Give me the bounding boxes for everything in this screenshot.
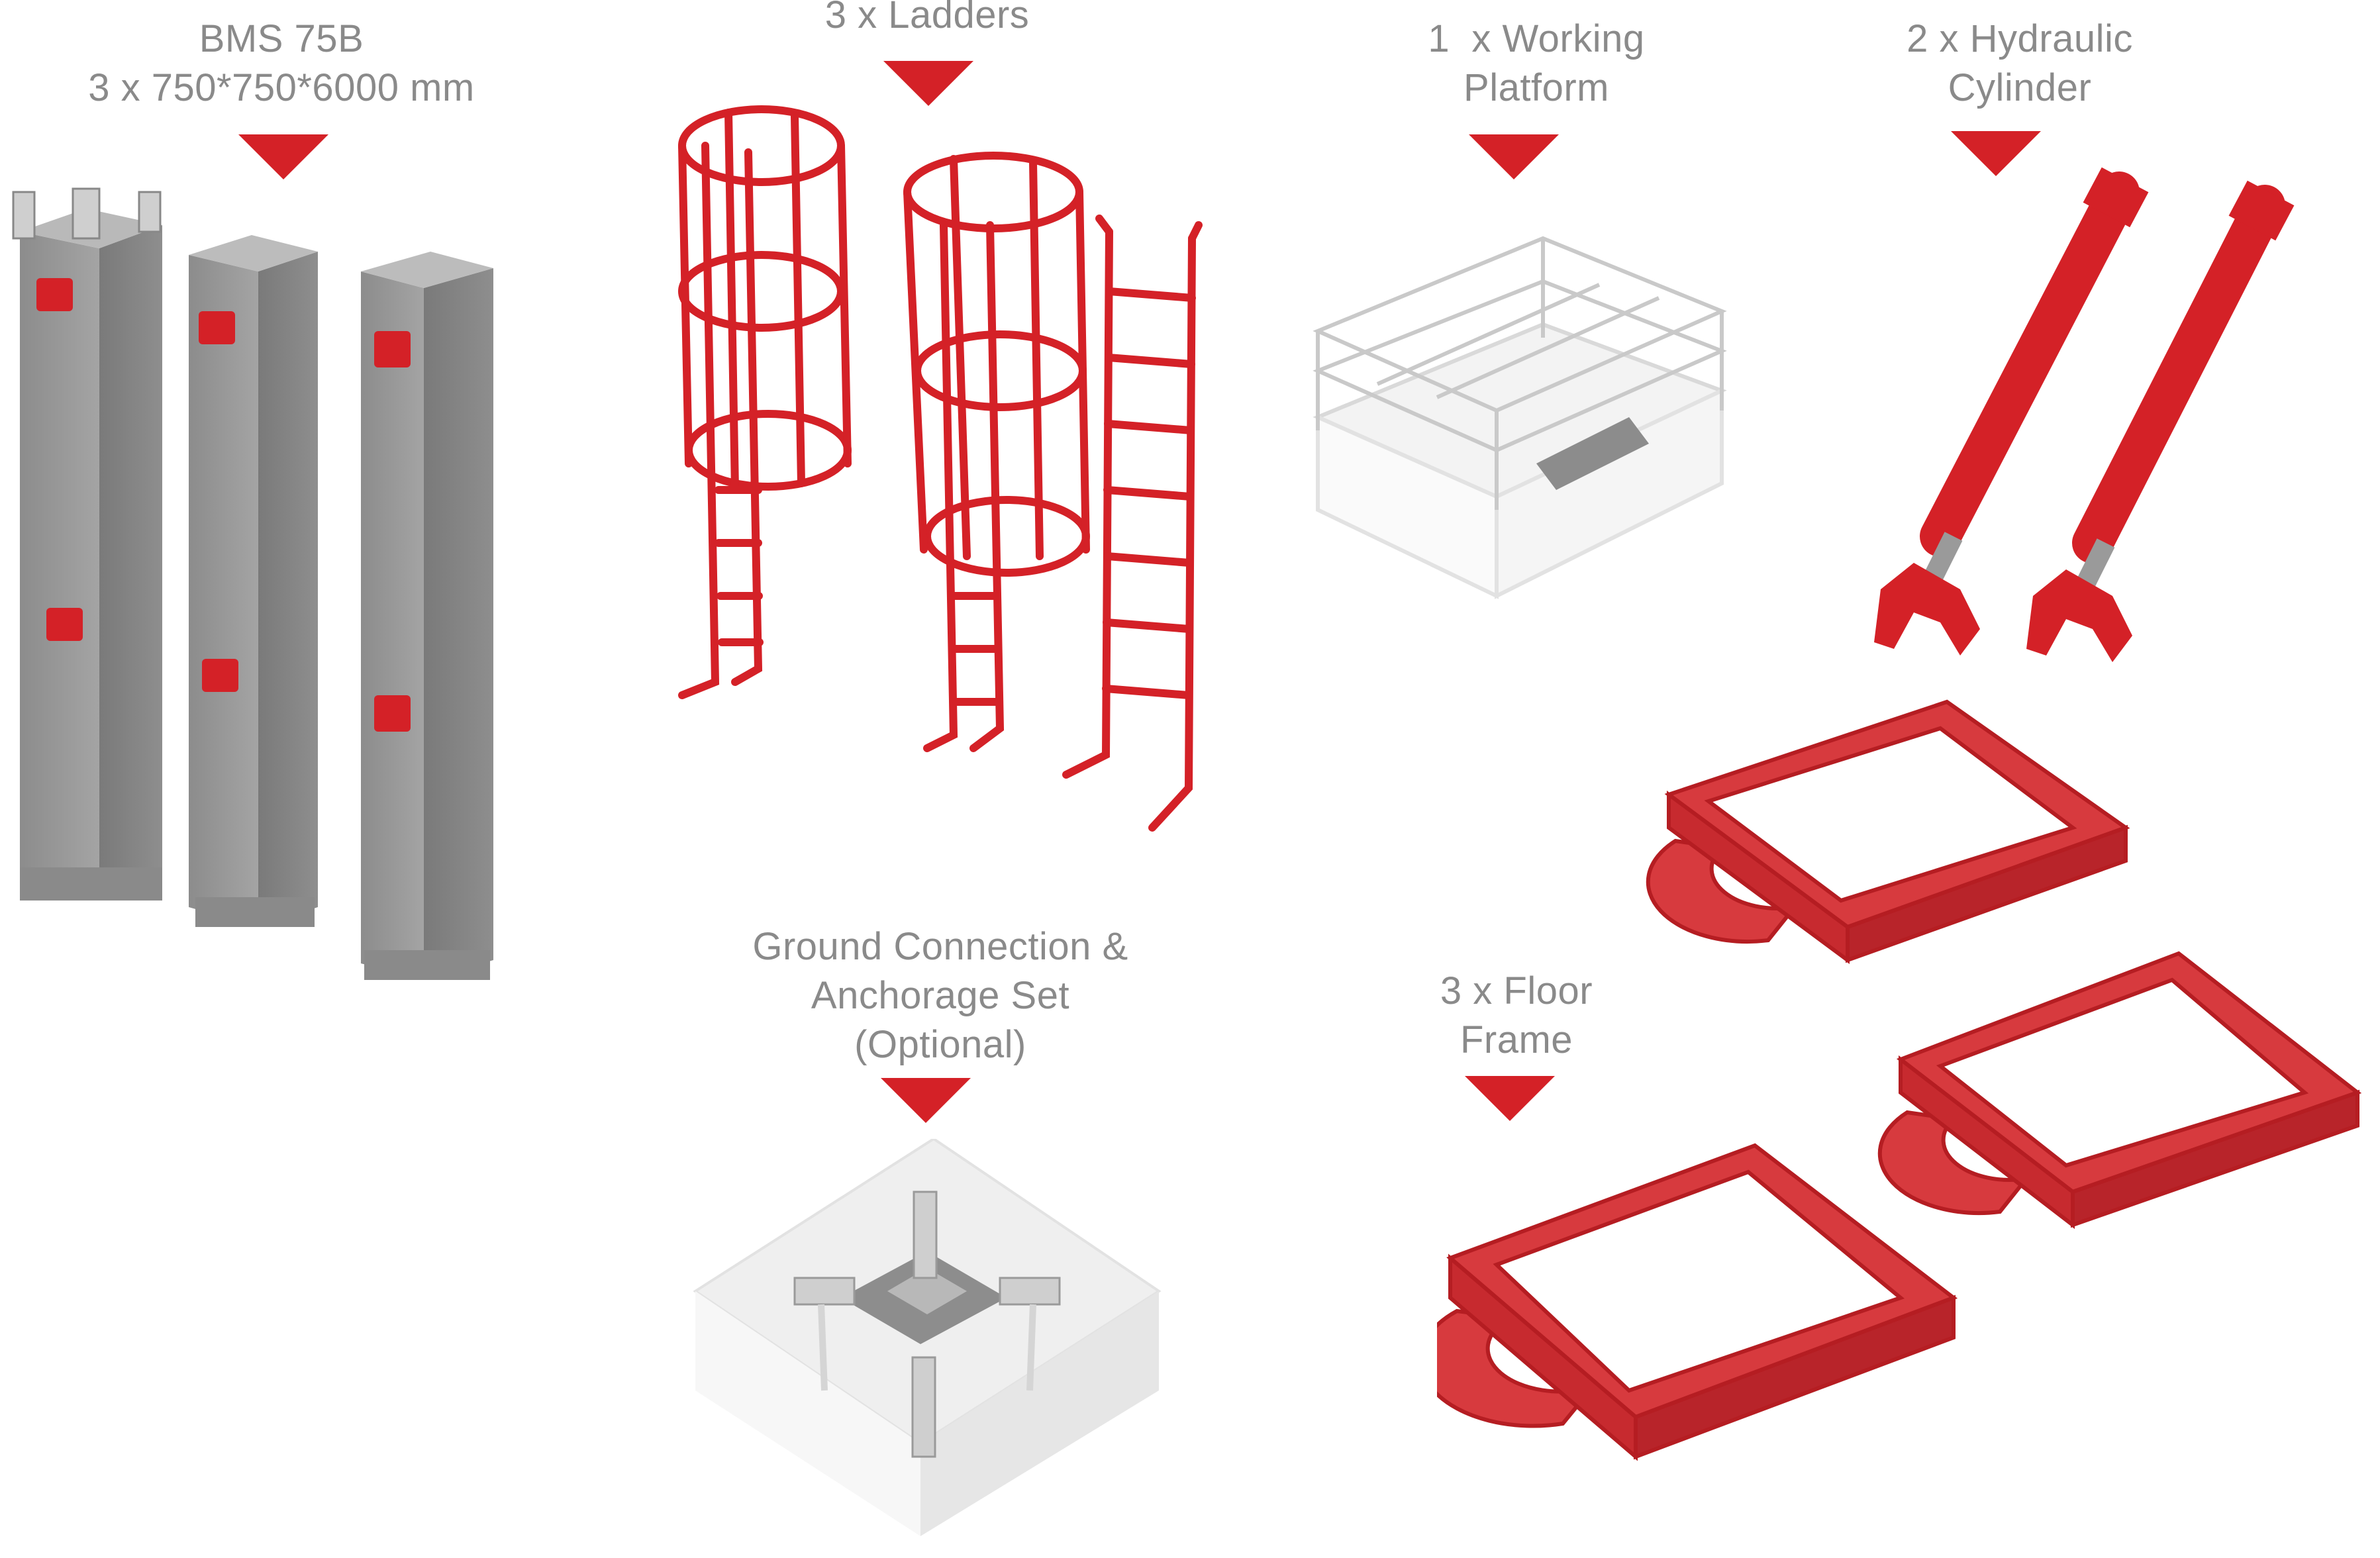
platform-label-line-1: 1 x Working	[1428, 17, 1645, 60]
bms-arrow-icon	[238, 134, 328, 179]
ground-connection-image	[693, 1139, 1162, 1536]
cylinder-arrow-icon	[1951, 131, 2041, 176]
platform-label: 1 x Working Platform	[1377, 15, 1695, 113]
bms-columns-image	[12, 187, 493, 980]
ladders-image	[678, 105, 1203, 832]
bms-label: BMS 75B 3 x 750*750*6000 mm	[60, 15, 503, 113]
ground-label-line-2: Anchorage Set	[811, 974, 1070, 1017]
ladders-label: 3 x Ladders	[762, 0, 1093, 40]
ground-label-line-1: Ground Connection &	[752, 925, 1128, 968]
floor-frames-image	[1437, 699, 2362, 1461]
bms-label-line-2: 3 x 750*750*6000 mm	[88, 66, 475, 109]
ground-label: Ground Connection & Anchorage Set (Optio…	[722, 922, 1159, 1069]
floor-label: 3 x Floor Frame	[1391, 967, 1642, 1065]
platform-label-line-2: Platform	[1463, 66, 1609, 109]
ladders-label-line-1: 3 x Ladders	[824, 0, 1030, 36]
working-platform-image	[1313, 236, 1727, 599]
platform-arrow-icon	[1469, 134, 1559, 179]
cylinder-label-line-1: 2 x Hydraulic	[1907, 17, 2133, 60]
ground-arrow-icon	[881, 1078, 971, 1123]
cylinder-label: 2 x Hydraulic Cylinder	[1841, 15, 2199, 113]
bms-label-line-1: BMS 75B	[199, 17, 364, 60]
hydraulic-cylinders-image	[1874, 167, 2295, 662]
floor-arrow-icon	[1465, 1076, 1555, 1121]
floor-label-line-1: 3 x Floor	[1440, 969, 1593, 1012]
floor-label-line-2: Frame	[1460, 1018, 1573, 1061]
ground-label-line-3: (Optional)	[854, 1023, 1026, 1066]
cylinder-label-line-2: Cylinder	[1948, 66, 2092, 109]
ladders-arrow-icon	[883, 61, 973, 106]
